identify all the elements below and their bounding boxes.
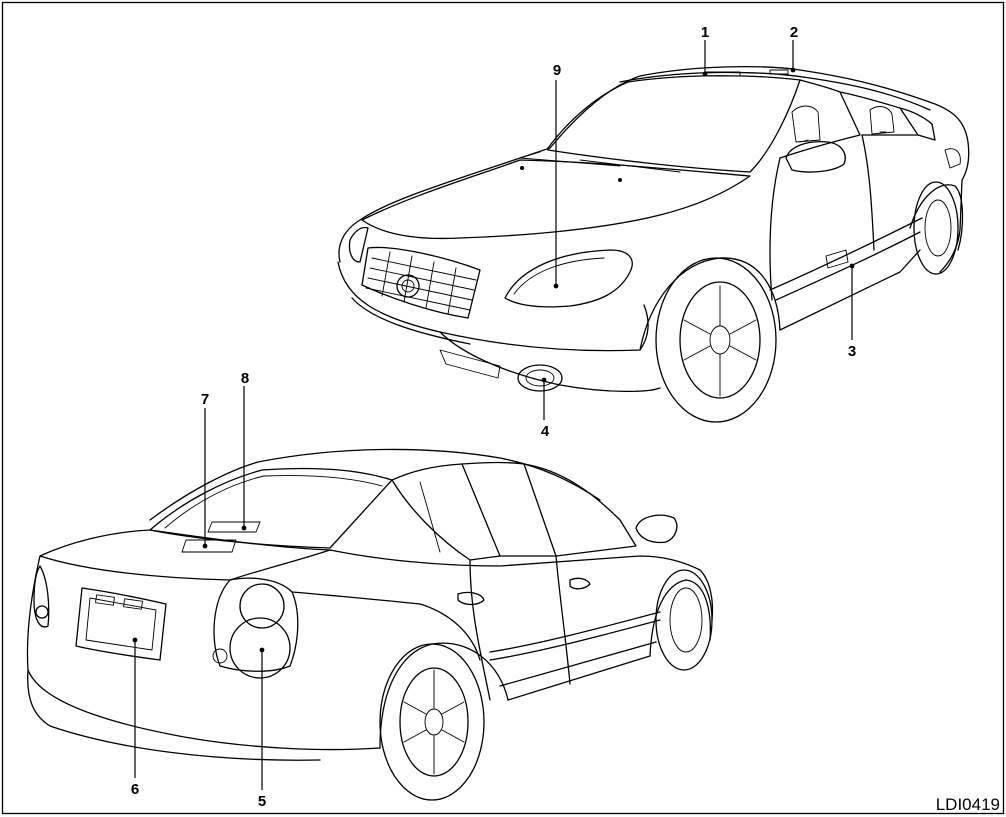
leader-lines [132, 40, 855, 790]
rear-view-car [26, 448, 714, 801]
callout-1: 1 [701, 24, 709, 41]
callout-7: 7 [201, 391, 209, 408]
callout-8: 8 [241, 370, 249, 387]
front-view-car [337, 65, 970, 423]
figure-code: LDI0419 [936, 795, 1000, 814]
callout-2: 2 [790, 24, 798, 41]
callout-3: 3 [848, 343, 856, 360]
callout-9: 9 [553, 62, 561, 79]
callout-5: 5 [258, 793, 266, 810]
callout-labels: 1 2 3 4 5 6 7 8 9 [131, 24, 856, 810]
callout-4: 4 [541, 423, 550, 440]
callout-6: 6 [131, 781, 139, 798]
